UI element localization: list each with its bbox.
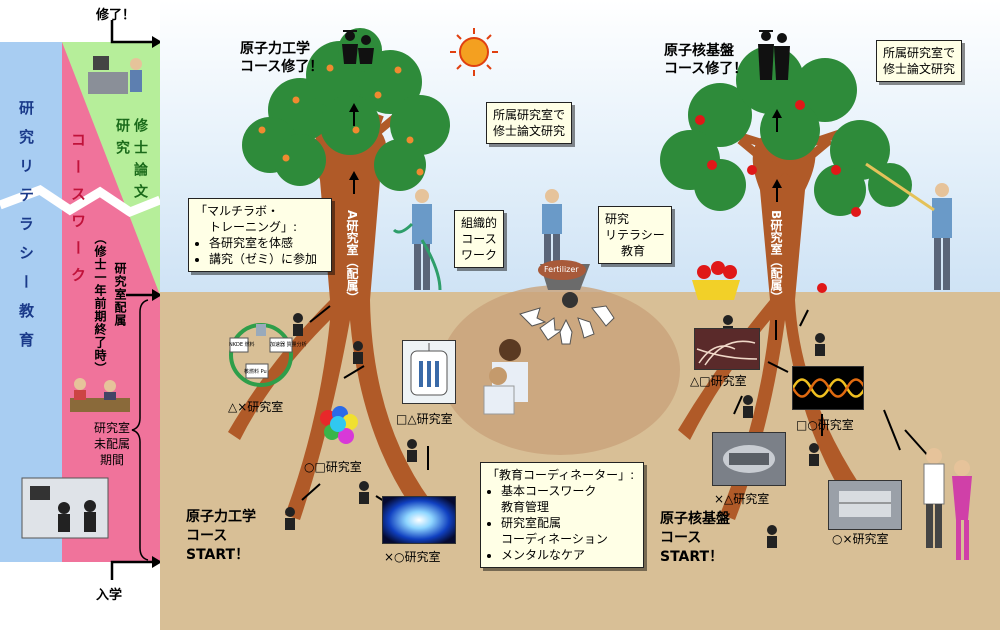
multilab-callout: 「マルチラボ・ トレーニング」: 各研究室を体感 講究（ゼミ）に参加	[188, 198, 332, 272]
fertilized-pit	[440, 285, 680, 455]
tree-b-arrows	[772, 109, 782, 202]
thesis-band	[62, 42, 160, 295]
multilab-item: 各研究室を体感	[209, 235, 325, 251]
facility-label-b: 加速器 質量分析	[270, 342, 307, 348]
machinery-image	[712, 432, 786, 486]
presenters-illustration	[904, 429, 972, 560]
lab-unassigned-label: 研究室 未配属 期間	[93, 421, 130, 467]
apparatus-image	[828, 480, 902, 530]
tree-a-start-title: 原子力工学 コース START！	[186, 509, 256, 563]
unassigned-bracket	[131, 299, 149, 561]
lab-label-l1: △×研究室	[228, 400, 284, 414]
apple-basket-icon	[692, 261, 827, 300]
lab-label-r3: ×△研究室	[714, 492, 770, 506]
lab-label-l3: □△研究室	[396, 412, 453, 426]
thesis-callout-left: 所属研究室で 修士論文研究	[486, 102, 573, 144]
student-arrows-b	[733, 309, 901, 451]
lab-label-r1: △□研究室	[690, 374, 747, 388]
coordinator-callout: 「教育コーディネーター」: 基本コースワーク 教育管理 研究室配属 コーディネー…	[480, 462, 644, 568]
literacy-band-label: 研究リテラシー教育	[17, 100, 35, 361]
coordinator-item: 基本コースワーク	[501, 483, 637, 499]
finish-label: 修了！	[96, 8, 136, 23]
coordinator-item: 研究室配属	[501, 515, 637, 531]
lab-label-r2: □○研究室	[796, 418, 854, 432]
coordinator-illustration	[483, 339, 528, 415]
coursework-note: （修士一年前期終了時）	[93, 232, 107, 375]
literacy-band	[0, 42, 62, 562]
classroom-illustration	[70, 378, 130, 412]
seminar-photo	[21, 477, 109, 539]
dna-helix-image	[792, 366, 864, 410]
tree-a-trunk	[228, 120, 430, 520]
tree-b-trunk-label: B研究室（配属）	[769, 210, 783, 304]
fertilizer-label: Fertilizer	[544, 265, 579, 274]
entry-label: 入学	[96, 588, 123, 603]
lab-facility-diagram	[229, 323, 293, 387]
gardener-hose-illustration	[392, 189, 442, 291]
graduate-silhouettes-b	[758, 30, 790, 80]
plasma-glow-image	[382, 496, 456, 544]
coordinator-item-cont: コーディネーション	[501, 532, 608, 546]
thesis-band-label-1: 修士論文	[132, 118, 148, 206]
tree-b-finish-title: 原子核基盤 コース修了！	[664, 43, 748, 77]
multilab-item: 講究（ゼミ）に参加	[209, 251, 325, 267]
finish-arrow	[110, 20, 152, 44]
fertilizer-spread-arrows	[519, 305, 615, 345]
band-break	[0, 184, 162, 218]
thesis-callout-right: 所属研究室で 修士論文研究	[876, 40, 963, 82]
facility-label-a: NKDE 燃料	[229, 342, 255, 348]
nucleus-particles-icon	[320, 406, 358, 444]
lab-assigned-label: 研究室配属	[113, 262, 127, 327]
graduate-silhouettes-a	[342, 30, 374, 64]
lab-label-r4: ○×研究室	[832, 532, 889, 546]
lab-label-l4: ×○研究室	[384, 550, 441, 564]
entry-arrow	[110, 560, 152, 580]
tree-a-trunk-label: A研究室（配属）	[345, 210, 359, 304]
gardener-picking-illustration	[865, 162, 952, 290]
tree-a-arrows	[349, 103, 359, 194]
coordinator-item-cont: 教育管理	[501, 500, 550, 514]
tree-a-finish-title: 原子力工学 コース修了！	[240, 41, 324, 75]
coordinator-item: メンタルなケア	[501, 547, 637, 563]
student-walkers-a	[285, 313, 417, 530]
sun-icon	[450, 28, 498, 76]
lab-label-l2: ○□研究室	[304, 460, 362, 474]
coursework-band-label: コースワーク	[69, 132, 87, 294]
reactor-schematic-icon	[402, 340, 456, 404]
tree-b-start-title: 原子核基盤 コース START！	[660, 511, 730, 565]
gardener-wheelbarrow-illustration	[538, 189, 590, 308]
education-bands	[0, 20, 162, 580]
office-desk-illustration	[88, 56, 142, 94]
thesis-band-label-2: 研究	[114, 118, 130, 162]
facility-label-c: 核燃料 Pu	[244, 369, 267, 375]
particle-tracks-image	[694, 328, 760, 370]
organized-coursework-callout: 組織的 コース ワーク	[454, 210, 505, 268]
literacy-education-callout: 研究 リテラシー 教育	[598, 206, 672, 264]
